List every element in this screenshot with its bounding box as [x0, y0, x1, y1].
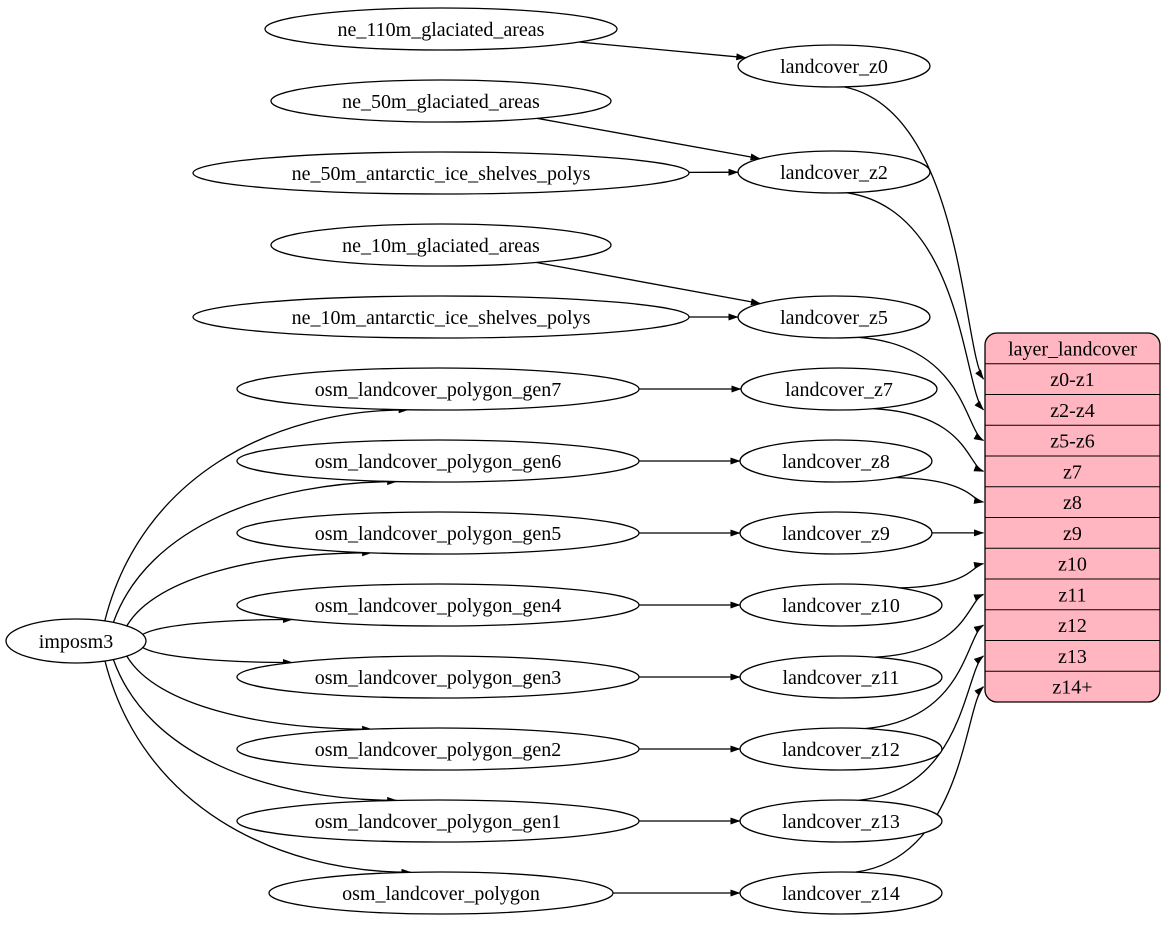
- node-osm_landcover_polygon_gen3-label: osm_landcover_polygon_gen3: [315, 667, 562, 689]
- table-row-label-z10: z10: [1058, 554, 1087, 576]
- node-osm_landcover_polygon_gen1-label: osm_landcover_polygon_gen1: [315, 811, 562, 833]
- node-osm_landcover_polygon_gen1: osm_landcover_polygon_gen1: [237, 800, 639, 842]
- table-layer_landcover: layer_landcover z0-z1 z2-z4 z5-z6 z7 z8 z9 z10 z…: [985, 333, 1160, 702]
- node-ne_10m_glaciated_areas: ne_10m_glaciated_areas: [271, 224, 611, 266]
- table-row-label-z12: z12: [1058, 615, 1087, 637]
- node-osm_landcover_polygon_gen2-label: osm_landcover_polygon_gen2: [315, 739, 562, 761]
- table-row-label-z11: z11: [1058, 584, 1086, 606]
- node-ne_50m_antarctic_ice_shelves_polys: ne_50m_antarctic_ice_shelves_polys: [193, 152, 689, 194]
- table-row-label-z13: z13: [1058, 646, 1087, 668]
- table-row-label-z2-z4: z2-z4: [1050, 400, 1094, 422]
- node-landcover_z0-label: landcover_z0: [780, 56, 888, 78]
- node-landcover_z12: landcover_z12: [740, 728, 942, 770]
- node-landcover_z5-label: landcover_z5: [780, 307, 888, 329]
- edge-landcover_z8-to-z8: [895, 478, 983, 503]
- table-row-label-z5-z6: z5-z6: [1050, 431, 1094, 453]
- edge-landcover_z10-to-z10: [900, 564, 984, 588]
- node-landcover_z10: landcover_z10: [740, 584, 942, 626]
- node-landcover_z14-label: landcover_z14: [782, 883, 900, 905]
- node-ne_110m_glaciated_areas-label: ne_110m_glaciated_areas: [338, 19, 545, 41]
- node-osm_landcover_polygon_gen6: osm_landcover_polygon_gen6: [237, 440, 639, 482]
- table-header-label: layer_landcover: [1008, 338, 1137, 360]
- table-row-label-z7: z7: [1063, 461, 1082, 483]
- node-osm_landcover_polygon_gen3: osm_landcover_polygon_gen3: [237, 656, 639, 698]
- node-osm_landcover_polygon_gen5-label: osm_landcover_polygon_gen5: [315, 523, 562, 545]
- edge-ne_50m_glaciated_areas-to-landcover_z2: [537, 118, 760, 158]
- node-landcover_z11-label: landcover_z11: [783, 667, 900, 689]
- node-landcover_z7: landcover_z7: [741, 368, 937, 410]
- edge-imposm3-to-osm_landcover_polygon_gen4: [143, 620, 293, 635]
- node-landcover_z2: landcover_z2: [738, 151, 930, 193]
- table-row-label-z0-z1: z0-z1: [1050, 369, 1094, 391]
- node-osm_landcover_polygon-label: osm_landcover_polygon: [342, 883, 540, 905]
- node-osm_landcover_polygon: osm_landcover_polygon: [269, 872, 613, 914]
- node-landcover_z14: landcover_z14: [740, 872, 942, 914]
- edge-imposm3-to-osm_landcover_polygon_gen3: [143, 648, 293, 663]
- nodes-layer: imposm3 ne_110m_glaciated_areas ne_50m_gla…: [6, 8, 942, 914]
- node-landcover_z9-label: landcover_z9: [782, 523, 890, 545]
- table-row-label-z14+: z14+: [1052, 677, 1092, 699]
- node-ne_50m_glaciated_areas-label: ne_50m_glaciated_areas: [342, 91, 540, 113]
- node-landcover_z8-label: landcover_z8: [782, 451, 890, 473]
- node-landcover_z8: landcover_z8: [740, 440, 932, 482]
- node-landcover_z11: landcover_z11: [740, 656, 942, 698]
- node-ne_110m_glaciated_areas: ne_110m_glaciated_areas: [265, 8, 617, 50]
- node-landcover_z0: landcover_z0: [738, 45, 930, 87]
- edge-ne_10m_glaciated_areas-to-landcover_z5: [536, 262, 760, 303]
- node-imposm3-label: imposm3: [39, 631, 113, 653]
- node-ne_10m_antarctic_ice_shelves_polys-label: ne_10m_antarctic_ice_shelves_polys: [292, 307, 591, 329]
- node-osm_landcover_polygon_gen4: osm_landcover_polygon_gen4: [237, 584, 639, 626]
- node-landcover_z7-label: landcover_z7: [785, 379, 893, 401]
- node-osm_landcover_polygon_gen2: osm_landcover_polygon_gen2: [237, 728, 639, 770]
- edge-landcover_z14-to-z14+: [855, 687, 983, 873]
- table-row-label-z9: z9: [1063, 523, 1082, 545]
- node-ne_50m_antarctic_ice_shelves_polys-label: ne_50m_antarctic_ice_shelves_polys: [292, 163, 591, 185]
- node-landcover_z13: landcover_z13: [740, 800, 942, 842]
- table-row-label-z8: z8: [1063, 492, 1082, 514]
- node-ne_10m_antarctic_ice_shelves_polys: ne_10m_antarctic_ice_shelves_polys: [193, 296, 689, 338]
- node-landcover_z5: landcover_z5: [738, 296, 930, 338]
- edge-ne_110m_glaciated_areas-to-landcover_z0: [579, 42, 746, 58]
- node-osm_landcover_polygon_gen6-label: osm_landcover_polygon_gen6: [315, 451, 562, 473]
- node-osm_landcover_polygon_gen7-label: osm_landcover_polygon_gen7: [315, 379, 562, 401]
- node-landcover_z9: landcover_z9: [740, 512, 932, 554]
- node-osm_landcover_polygon_gen4-label: osm_landcover_polygon_gen4: [315, 595, 562, 617]
- node-ne_50m_glaciated_areas: ne_50m_glaciated_areas: [271, 80, 611, 122]
- node-landcover_z10-label: landcover_z10: [782, 595, 900, 617]
- node-osm_landcover_polygon_gen5: osm_landcover_polygon_gen5: [237, 512, 639, 554]
- node-landcover_z13-label: landcover_z13: [782, 811, 900, 833]
- node-imposm3: imposm3: [6, 619, 146, 663]
- node-landcover_z2-label: landcover_z2: [780, 162, 888, 184]
- node-ne_10m_glaciated_areas-label: ne_10m_glaciated_areas: [342, 235, 540, 257]
- node-landcover_z12-label: landcover_z12: [782, 739, 900, 761]
- node-osm_landcover_polygon_gen7: osm_landcover_polygon_gen7: [237, 368, 639, 410]
